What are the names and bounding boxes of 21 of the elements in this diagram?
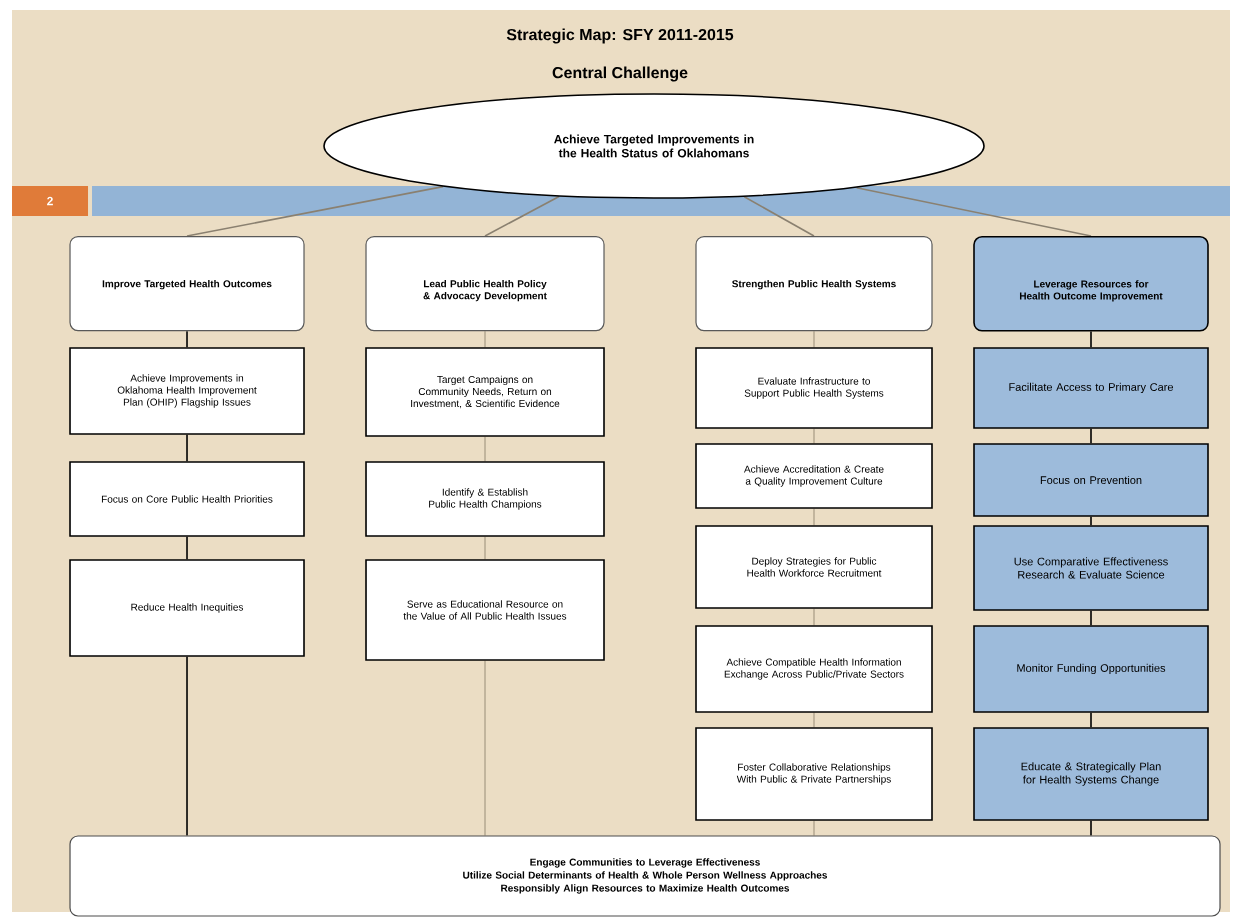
connector-line	[813, 428, 815, 444]
connector-line	[1090, 712, 1092, 728]
connector-line	[186, 434, 188, 462]
title: Strategic Map: SFY 2011-2015	[506, 28, 734, 44]
connector-line	[1090, 330, 1092, 348]
connector-line	[813, 608, 815, 626]
connector-line	[1090, 516, 1092, 526]
connector-line	[484, 435, 486, 462]
connector-line	[1090, 428, 1092, 444]
connector-line	[813, 712, 815, 728]
connector-line	[813, 330, 815, 348]
connector-line	[813, 508, 815, 526]
connector-line	[484, 330, 486, 348]
connector-line	[813, 820, 815, 837]
connector-line	[186, 330, 188, 348]
connector-line	[1090, 610, 1092, 626]
connector-line	[1090, 820, 1092, 837]
connector-line	[484, 536, 486, 560]
connector-line	[484, 660, 486, 837]
connector-line	[186, 656, 188, 837]
connector-line	[186, 536, 188, 560]
